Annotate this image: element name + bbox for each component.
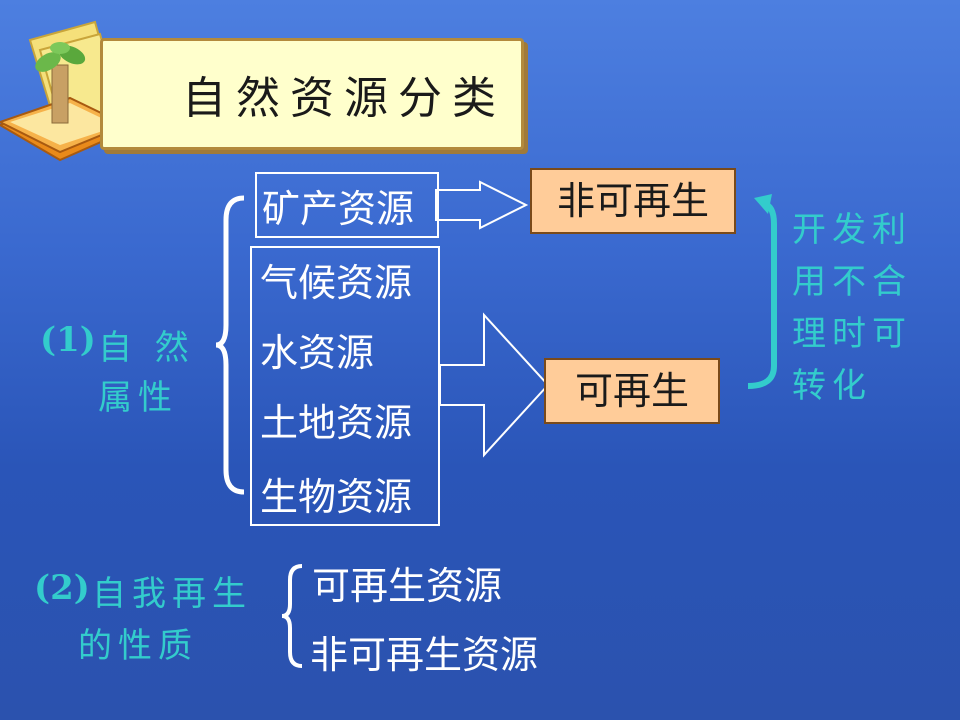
section1-brace <box>215 195 245 495</box>
section2-text-line2: 的性质 <box>78 626 198 666</box>
non-renewable-resources-item: 非可再生资源 <box>310 633 539 677</box>
section1-number: (1) <box>40 320 96 360</box>
non-renewable-box: 非可再生 <box>530 168 736 234</box>
note-line3: 理时可 <box>792 314 912 354</box>
book-tree-icon <box>0 20 131 162</box>
note-line4: 转化 <box>792 366 872 406</box>
section2-brace <box>281 564 303 668</box>
biological-resources: 生物资源 <box>260 475 413 519</box>
section2-number: (2) <box>34 568 90 608</box>
renewable-box: 可再生 <box>544 358 720 424</box>
water-resources: 水资源 <box>260 331 375 375</box>
page-title: 自然资源分类 <box>182 73 506 124</box>
conversion-arrow <box>747 194 777 389</box>
mineral-resources-box <box>255 172 439 238</box>
arrows <box>435 180 550 458</box>
section1-text-line1: 自 然 <box>98 328 195 368</box>
section2-text-line1: 自我再生 <box>92 574 252 614</box>
renewable-resources-item: 可再生资源 <box>312 564 503 608</box>
climate-resources: 气候资源 <box>260 261 413 305</box>
renewable-resources-group-box <box>250 246 440 526</box>
section1-text-line2: 属性 <box>98 378 178 418</box>
title-banner <box>100 38 524 150</box>
note-line2: 用不合 <box>792 262 912 302</box>
mineral-resources: 矿产资源 <box>262 187 415 231</box>
note-line1: 开发利 <box>792 210 912 250</box>
land-resources: 土地资源 <box>260 401 413 445</box>
